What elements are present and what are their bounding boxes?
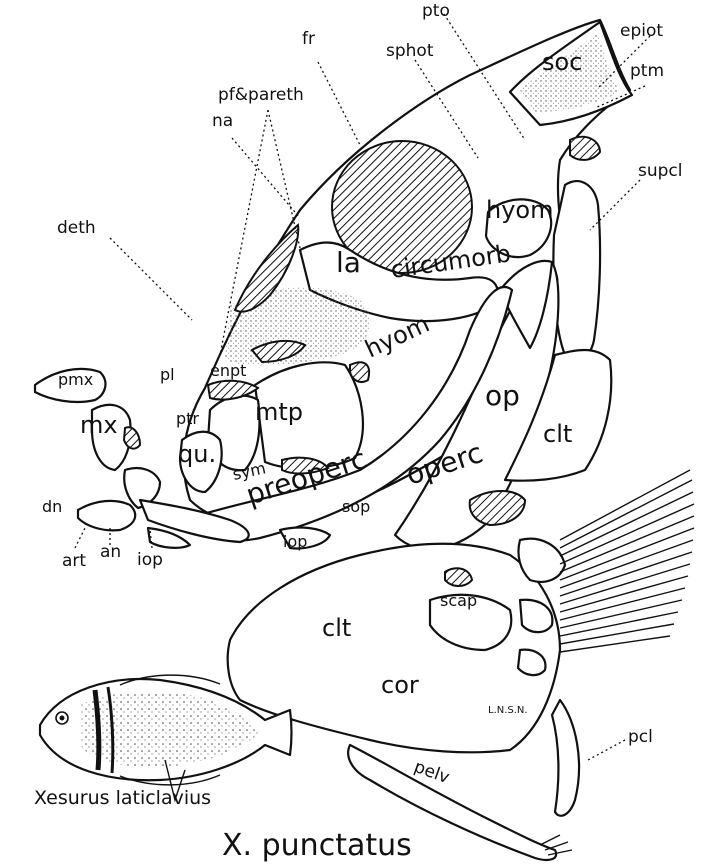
label-ptm: ptm <box>630 61 664 81</box>
label-cor: cor <box>381 671 419 699</box>
figure-title: X. punctatus <box>222 828 412 863</box>
label-mtp: mtp <box>255 398 303 426</box>
label-dn: dn <box>42 497 62 516</box>
label-an: an <box>100 542 121 562</box>
label-pf-spareth: pf&pareth <box>218 85 304 105</box>
label-clt-lower: clt <box>322 614 351 642</box>
label-clt-upper: clt <box>543 420 572 448</box>
label-iop-lower: iop <box>137 550 163 570</box>
label-scap: scap <box>440 591 477 610</box>
caption-species: Xesurus laticlavius <box>34 787 211 809</box>
label-enpt: enpt <box>210 361 246 380</box>
label-art: art <box>62 551 86 571</box>
label-qu: qu. <box>178 440 216 468</box>
label-deth: deth <box>57 218 96 238</box>
label-sop: sop <box>342 497 370 516</box>
label-op: op <box>485 379 520 412</box>
label-signature: L.N.S.N. <box>488 705 528 716</box>
label-pcl: pcl <box>628 727 653 747</box>
label-pto: pto <box>422 1 450 21</box>
label-pl: pl <box>160 365 175 384</box>
label-iop-mid: iop <box>283 532 307 551</box>
label-na: na <box>212 111 233 131</box>
label-supcl: supcl <box>638 161 683 181</box>
label-fr: fr <box>302 29 315 49</box>
label-pmx: pmx <box>58 370 93 389</box>
label-la: la <box>336 246 361 279</box>
label-sphot: sphot <box>386 41 434 61</box>
label-epiot: epiot <box>620 21 663 41</box>
postcleithrum <box>552 700 579 816</box>
label-soc: soc <box>542 48 582 76</box>
label-hyom-upper: hyom <box>486 196 553 224</box>
label-mx: mx <box>80 411 118 439</box>
pectoral-fin-rays <box>560 470 694 652</box>
label-ptr: ptr <box>176 409 199 428</box>
